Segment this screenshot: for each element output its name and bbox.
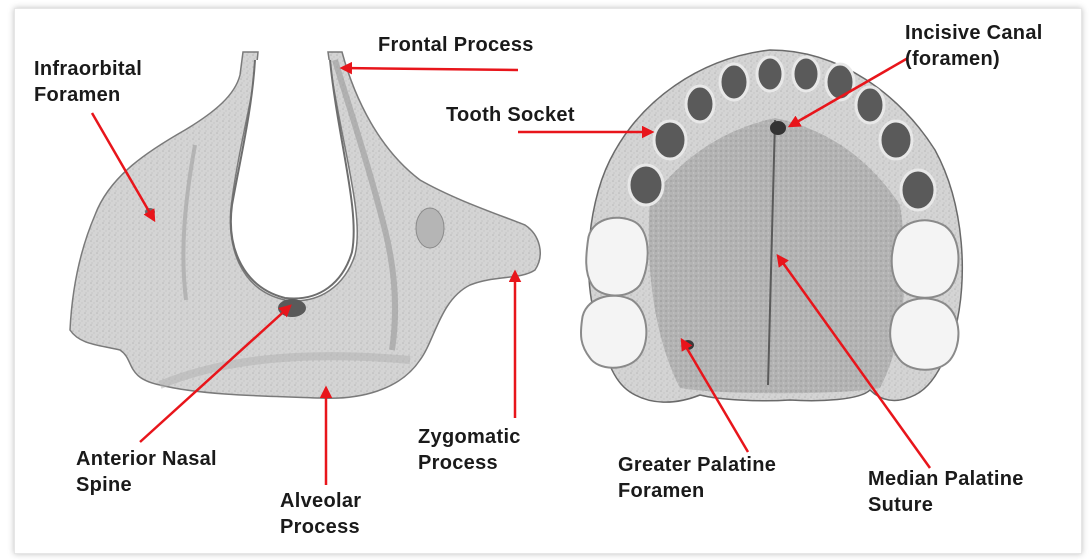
label-alveolar-process: Alveolar Process	[280, 488, 361, 540]
label-line: Foramen	[618, 478, 776, 504]
label-line: Foramen	[34, 82, 142, 108]
label-incisive-canal: Incisive Canal (foramen)	[905, 20, 1043, 72]
label-line: Process	[418, 450, 521, 476]
label-line: Greater Palatine	[618, 452, 776, 478]
label-frontal-process: Frontal Process	[378, 32, 534, 58]
label-line: Spine	[76, 472, 217, 498]
label-infraorbital-foramen: Infraorbital Foramen	[34, 56, 142, 108]
maxilla-palatal-view	[581, 50, 962, 402]
label-greater-palatine-foramen: Greater Palatine Foramen	[618, 452, 776, 504]
label-line: Suture	[868, 492, 1024, 518]
label-line: Zygomatic	[418, 424, 521, 450]
label-tooth-socket: Tooth Socket	[446, 102, 575, 128]
label-line: Process	[280, 514, 361, 540]
arrow-frontal-process	[342, 68, 518, 70]
label-line: (foramen)	[905, 46, 1043, 72]
label-line: Incisive Canal	[905, 20, 1043, 46]
label-line: Infraorbital	[34, 56, 142, 82]
label-anterior-nasal-spine: Anterior Nasal Spine	[76, 446, 217, 498]
label-line: Alveolar	[280, 488, 361, 514]
label-zygomatic-process: Zygomatic Process	[418, 424, 521, 476]
label-line: Median Palatine	[868, 466, 1024, 492]
label-line: Anterior Nasal	[76, 446, 217, 472]
label-median-palatine-suture: Median Palatine Suture	[868, 466, 1024, 518]
